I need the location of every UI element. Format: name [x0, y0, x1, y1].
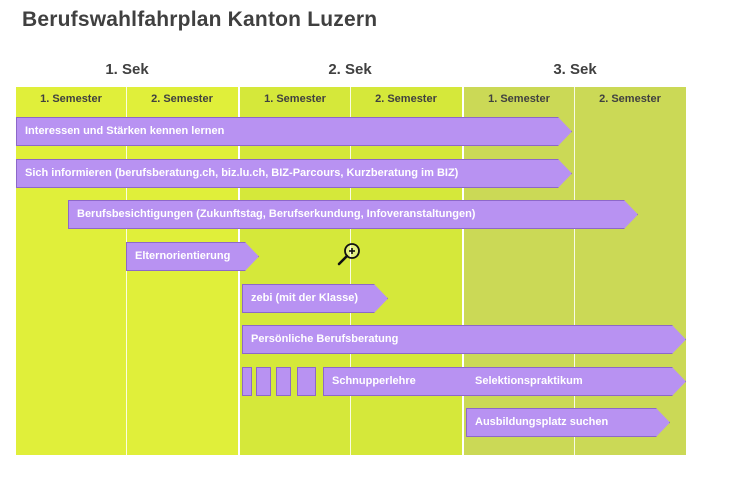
bar-label-selektionspraktikum: Selektionspraktikum	[475, 375, 583, 387]
semester-label: 1. Semester	[40, 93, 102, 105]
schnupper-block	[242, 367, 252, 396]
semester-label: 2. Semester	[375, 93, 437, 105]
bar-label: Sich informieren (berufsberatung.ch, biz…	[25, 167, 459, 179]
bar-label: Interessen und Stärken kennen lernen	[25, 125, 225, 137]
bar-label: zebi (mit der Klasse)	[251, 292, 358, 304]
semester-divider	[126, 87, 127, 455]
year-label-1-sek: 1. Sek	[105, 61, 149, 78]
year-divider	[238, 87, 240, 455]
bar-label: Berufsbesichtigungen (Zukunftstag, Beruf…	[77, 208, 476, 220]
bar-zebi: zebi (mit der Klasse)	[242, 284, 388, 313]
page-title: Berufswahlfahrplan Kanton Luzern	[22, 8, 378, 31]
bar-persoenliche-berufsberatung: Persönliche Berufsberatung	[242, 325, 686, 354]
bar-informieren: Sich informieren (berufsberatung.ch, biz…	[16, 159, 572, 188]
year-divider	[462, 87, 464, 455]
bar-elternorientierung: Elternorientierung	[126, 242, 259, 271]
bar-interessen: Interessen und Stärken kennen lernen	[16, 117, 572, 146]
semester-label: 2. Semester	[599, 93, 661, 105]
year-label-3-sek: 3. Sek	[553, 61, 597, 78]
zoom-in-icon[interactable]	[336, 241, 362, 267]
schnupper-block	[256, 367, 271, 396]
column-1-sek	[16, 87, 238, 455]
bar-label: Persönliche Berufsberatung	[251, 333, 399, 345]
semester-divider	[574, 87, 575, 455]
bar-label: Ausbildungsplatz suchen	[475, 416, 609, 428]
semester-divider	[350, 87, 351, 455]
bar-schnupperlehre-selektion: Schnupperlehre Selektionspraktikum	[323, 367, 686, 396]
schnupper-block	[276, 367, 291, 396]
bar-label-schnupperlehre: Schnupperlehre	[332, 375, 416, 387]
semester-label: 1. Semester	[488, 93, 550, 105]
bar-berufsbesichtigungen: Berufsbesichtigungen (Zukunftstag, Beruf…	[68, 200, 638, 229]
semester-label: 1. Semester	[264, 93, 326, 105]
schnupper-block	[297, 367, 316, 396]
year-label-2-sek: 2. Sek	[328, 61, 372, 78]
bar-label: Elternorientierung	[135, 250, 231, 262]
bar-ausbildungsplatz-suchen: Ausbildungsplatz suchen	[466, 408, 670, 437]
semester-label: 2. Semester	[151, 93, 213, 105]
